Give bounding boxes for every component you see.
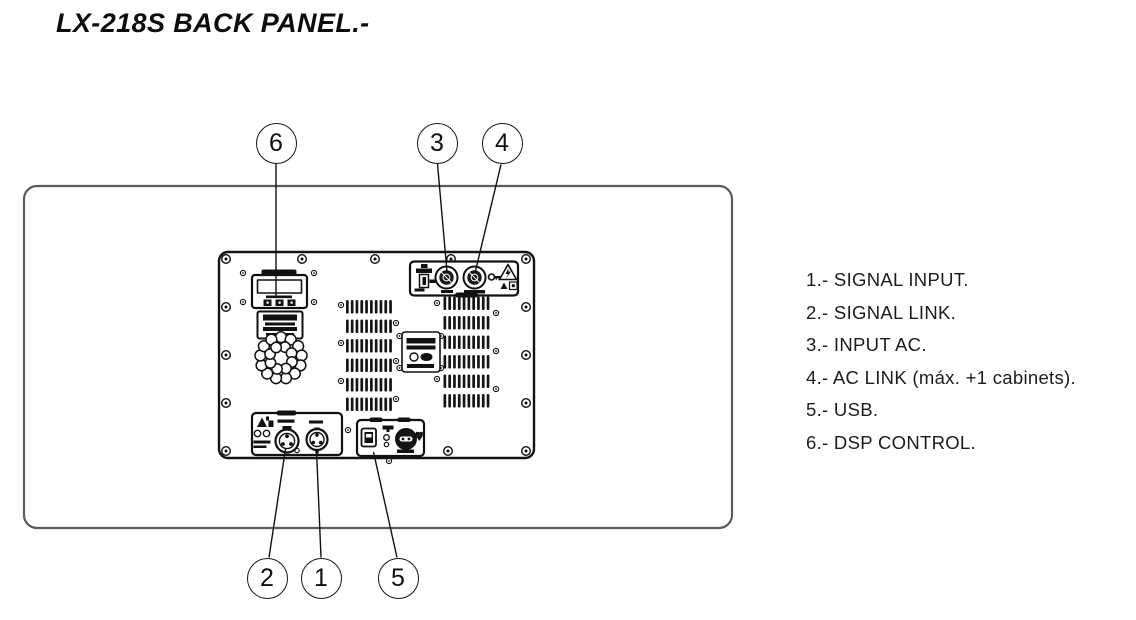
club-icon	[415, 431, 423, 441]
dsp-buttons	[263, 299, 296, 306]
legend-item-input-ac: 3.- INPUT AC.	[806, 334, 927, 355]
dsp-control-module	[250, 269, 309, 310]
callout-signal-input: 1	[300, 557, 342, 599]
signal-plate	[250, 410, 344, 457]
legend-item-signal-link: 2.- SIGNAL LINK.	[806, 301, 957, 323]
legend: 1.- SIGNAL INPUT. 2.- SIGNAL LINK. 3.- I…	[806, 264, 1076, 459]
fan-grille	[254, 331, 308, 385]
ce-mark	[409, 352, 419, 362]
caution-icon	[257, 416, 274, 427]
powercon-input-ac-connector	[434, 265, 459, 293]
page-title: LX-218S BACK PANEL.-	[56, 8, 370, 38]
circuit-breaker-icon	[414, 264, 436, 292]
warning-triangle-icon	[498, 263, 518, 291]
usb-symbol-icon	[382, 425, 394, 448]
xlr-signal-input-connector	[305, 427, 329, 454]
dsp-display	[256, 279, 303, 294]
ac-plate	[408, 260, 520, 298]
leader-lines	[268, 163, 502, 558]
callout-usb: 5	[377, 557, 419, 599]
callout-ac-link: 4	[481, 122, 523, 164]
callout-signal-link: 2	[246, 557, 288, 599]
xlr-signal-link-connector	[274, 426, 300, 454]
legend-item-ac-link: 4.- AC LINK (máx. +1 cabinets).	[806, 366, 1076, 388]
certification-label	[401, 331, 441, 373]
powercon-ac-link-connector	[462, 265, 487, 294]
vent-grid-left	[346, 300, 392, 411]
usb-port	[360, 427, 377, 448]
legend-item-usb: 5.- USB.	[806, 399, 879, 420]
callout-dsp-control: 6	[255, 122, 297, 164]
vent-grid-right	[443, 296, 490, 408]
callout-input-ac: 3	[416, 122, 458, 164]
legend-item-signal-input: 1.- SIGNAL INPUT.	[806, 269, 969, 290]
usb-plate	[355, 417, 426, 458]
legend-item-dsp-control: 6.- DSP CONTROL.	[806, 431, 976, 453]
data-connector	[395, 428, 417, 450]
